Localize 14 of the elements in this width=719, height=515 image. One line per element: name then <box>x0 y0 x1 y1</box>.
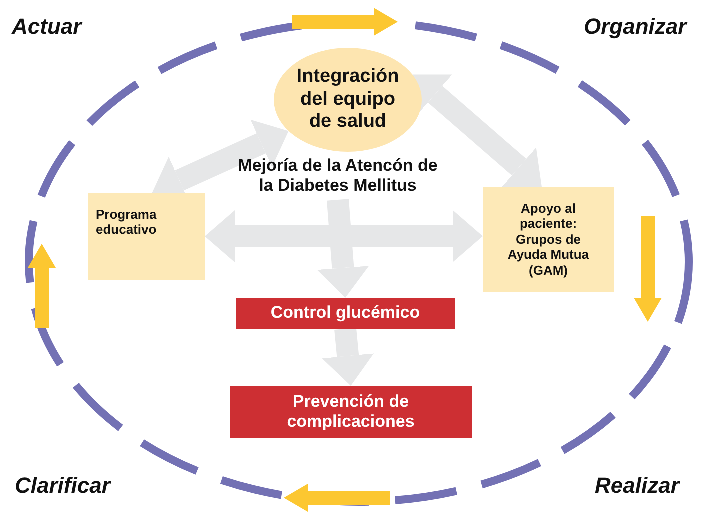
process-box: Apoyo al paciente: Grupos de Ayuda Mutua (GAM) <box>483 187 614 292</box>
block-arrow <box>322 328 374 386</box>
block-arrow <box>412 74 542 187</box>
process-box: Programa educativo <box>88 193 205 280</box>
result-box: Prevención de complicaciones <box>230 386 472 438</box>
corner-label: Clarificar <box>15 473 110 499</box>
corner-label: Actuar <box>12 14 82 40</box>
center-title: Mejoría de la Atencón de la Diabetes Mellitus <box>232 152 444 200</box>
corner-label: Realizar <box>595 473 680 499</box>
ellipse-node: Integración del equipo de salud <box>274 48 422 152</box>
result-box: Control glucémico <box>236 298 455 329</box>
block-arrow <box>317 199 370 298</box>
corner-label: Organizar <box>584 14 687 40</box>
block-arrow <box>205 210 483 262</box>
